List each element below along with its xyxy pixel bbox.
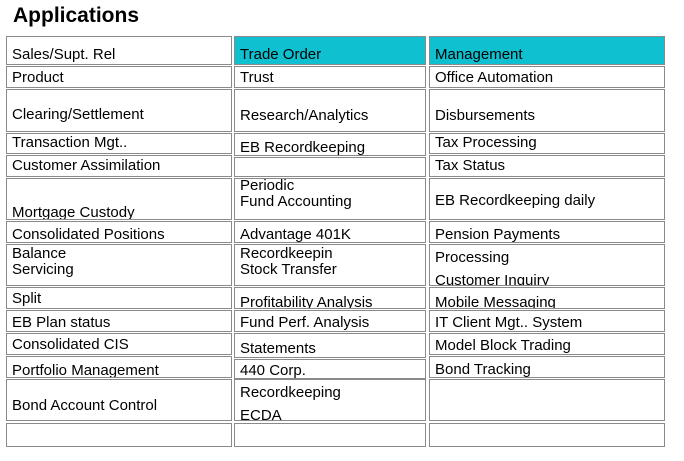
table-cell	[234, 157, 426, 177]
table-cell: Statements	[234, 333, 426, 358]
table-cell	[6, 423, 232, 447]
table-cell: Advantage 401K	[234, 221, 426, 243]
table-cell: Balance Servicing	[6, 244, 232, 286]
table-cell: Consolidated CIS	[6, 333, 232, 355]
table-cell: Profitability Analysis	[234, 287, 426, 309]
table-cell: Customer Assimilation	[6, 155, 232, 177]
table-cell: Model Block Trading	[429, 333, 665, 355]
table-cell: EB Recordkeeping daily	[429, 178, 665, 220]
table-cell: Transaction Mgt..	[6, 133, 232, 154]
table-cell: Clearing/Settlement	[6, 89, 232, 132]
table-cell: Consolidated Positions	[6, 221, 232, 243]
table-cell: Sales/Supt. Rel	[6, 36, 232, 65]
table-cell: EB Recordkeeping	[234, 133, 426, 156]
table-cell-header: Management	[429, 36, 665, 65]
table-cell: Disbursements	[429, 89, 665, 132]
table-cell	[429, 423, 665, 447]
table-cell: Portfolio Management	[6, 356, 232, 378]
table-cell: Fund Perf. Analysis	[234, 310, 426, 332]
table-cell-header: Trade Order	[234, 36, 426, 65]
table-cell: Recordkeepin Stock Transfer	[234, 244, 426, 286]
table-cell: Trust	[234, 66, 426, 88]
table-cell: IT Client Mgt.. System	[429, 310, 665, 332]
table-cell: Mortgage Custody	[6, 178, 232, 220]
table-cell: Research/Analytics	[234, 89, 426, 132]
table-cell: Office Automation	[429, 66, 665, 88]
applications-table: Sales/Supt. Rel Trade Order Management P…	[6, 36, 668, 450]
page-title: Applications	[13, 4, 140, 27]
table-cell: Bond Account Control	[6, 379, 232, 421]
table-cell: Product	[6, 66, 232, 88]
table-cell: Tax Processing	[429, 133, 665, 154]
table-cell: 440 Corp.	[234, 359, 426, 379]
table-cell: Processing Customer Inquiry	[429, 244, 665, 286]
table-cell: Recordkeeping ECDA	[234, 379, 426, 421]
table-cell: Tax Status	[429, 155, 665, 177]
table-cell: Bond Tracking	[429, 356, 665, 378]
table-cell: Periodic Fund Accounting	[234, 178, 426, 220]
table-cell: EB Plan status	[6, 310, 232, 332]
table-cell: Pension Payments	[429, 221, 665, 243]
table-cell	[234, 423, 426, 447]
table-cell: Mobile Messaging	[429, 287, 665, 309]
table-cell: Split	[6, 287, 232, 309]
table-cell	[429, 379, 665, 421]
